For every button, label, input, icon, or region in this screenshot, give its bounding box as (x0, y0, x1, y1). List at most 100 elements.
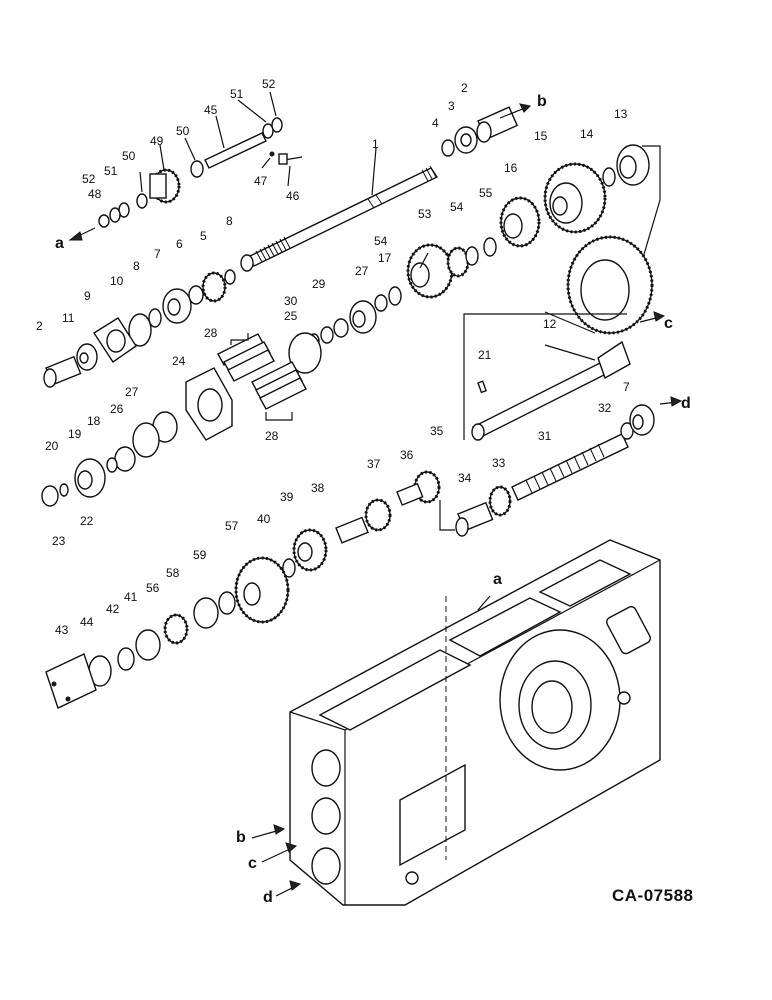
needle-bearing (190, 160, 204, 178)
pinion-shaft (472, 362, 607, 439)
arrow-labels: a b c d a b c d (55, 93, 691, 906)
callout-2: 2 (461, 81, 468, 95)
callout-52-2: 52 (82, 172, 96, 186)
callout-27: 27 (355, 264, 369, 278)
callout-29: 29 (312, 277, 326, 291)
gear-train-parts (282, 470, 455, 578)
arrow-label-b: b (537, 93, 547, 110)
callout-6: 6 (176, 237, 183, 251)
callout-9: 9 (84, 289, 91, 303)
callout-32: 32 (598, 401, 612, 415)
callout-50: 50 (176, 124, 190, 138)
callout-59: 59 (193, 548, 207, 562)
bottom-row-parts (45, 556, 290, 709)
reference-arrows (68, 103, 683, 897)
callout-40: 40 (257, 512, 271, 526)
callout-57: 57 (225, 519, 239, 533)
callout-51: 51 (230, 87, 244, 101)
o-ring (288, 332, 322, 374)
nut (41, 485, 59, 507)
arrow-label-a: a (55, 235, 64, 252)
callout-8-2: 8 (226, 214, 233, 228)
callout-51-2: 51 (104, 164, 118, 178)
arrow-label-d-housing: d (263, 889, 273, 906)
callout-7: 7 (154, 247, 161, 261)
callout-10: 10 (110, 274, 124, 288)
bearing (135, 629, 161, 661)
arrow-label-d: d (681, 395, 691, 412)
callout-16: 16 (504, 161, 518, 175)
callout-56: 56 (146, 581, 160, 595)
callout-17: 17 (378, 251, 392, 265)
callout-12: 12 (543, 317, 557, 331)
callout-39: 39 (280, 490, 294, 504)
callout-52: 52 (262, 77, 276, 91)
callout-8: 8 (133, 259, 140, 273)
callout-24: 24 (172, 354, 186, 368)
callout-21: 21 (478, 348, 492, 362)
arrow-label-c: c (664, 315, 673, 332)
pinion-shaft-group (463, 235, 654, 441)
arrow-label-a-housing: a (493, 571, 502, 588)
upper-right-parts (441, 106, 661, 313)
arrow-label-b-housing: b (236, 829, 246, 846)
bearing-housing (185, 367, 233, 441)
idler-shaft-group (98, 117, 303, 228)
callout-13: 13 (614, 107, 628, 121)
callout-54: 54 (450, 200, 464, 214)
callout-34: 34 (458, 471, 472, 485)
callout-23: 23 (52, 534, 66, 548)
callout-53: 53 (418, 207, 432, 221)
callout-58: 58 (166, 566, 180, 580)
callout-28: 28 (204, 326, 218, 340)
callout-50-2: 50 (122, 149, 136, 163)
callout-22: 22 (80, 514, 94, 528)
callout-3: 3 (448, 99, 455, 113)
snap-ring (441, 139, 455, 157)
callout-18: 18 (87, 414, 101, 428)
callout-5: 5 (200, 229, 207, 243)
needle-bearing (136, 193, 148, 209)
callout-15: 15 (534, 129, 548, 143)
callout-28-2: 28 (265, 429, 279, 443)
callout-42: 42 (106, 602, 120, 616)
callout-14: 14 (580, 127, 594, 141)
middle-row-parts (288, 237, 497, 374)
callout-36: 36 (400, 448, 414, 462)
callout-35: 35 (430, 424, 444, 438)
callout-25: 25 (284, 309, 298, 323)
callout-30: 30 (284, 294, 298, 308)
leader-lines (139, 91, 596, 361)
transmission-housing (289, 539, 661, 906)
drawing-number: CA-07588 (612, 886, 694, 905)
end-cover (45, 653, 97, 709)
lower-left-parts (41, 411, 178, 507)
arrow-label-c-housing: c (248, 855, 257, 872)
callout-7-2: 7 (623, 380, 630, 394)
o-ring (128, 313, 152, 347)
callout-48: 48 (88, 187, 102, 201)
callout-27-2: 27 (125, 385, 139, 399)
callout-37: 37 (367, 457, 381, 471)
countershaft-group (455, 404, 655, 537)
callout-43: 43 (55, 623, 69, 637)
callout-11: 11 (62, 311, 75, 325)
callout-49: 49 (150, 134, 164, 148)
callout-20: 20 (45, 439, 59, 453)
left-cover-parts (43, 269, 236, 388)
callout-31: 31 (538, 429, 552, 443)
countershaft (511, 433, 629, 501)
callout-47: 47 (254, 174, 268, 188)
callout-54-2: 54 (374, 234, 388, 248)
callout-44: 44 (80, 615, 94, 629)
callout-19: 19 (68, 427, 82, 441)
callout-55: 55 (479, 186, 493, 200)
callout-1: 1 (372, 137, 379, 151)
idler-shaft (204, 132, 267, 169)
shim-pack (217, 333, 307, 421)
callout-45: 45 (204, 103, 218, 117)
callout-46: 46 (286, 189, 300, 203)
